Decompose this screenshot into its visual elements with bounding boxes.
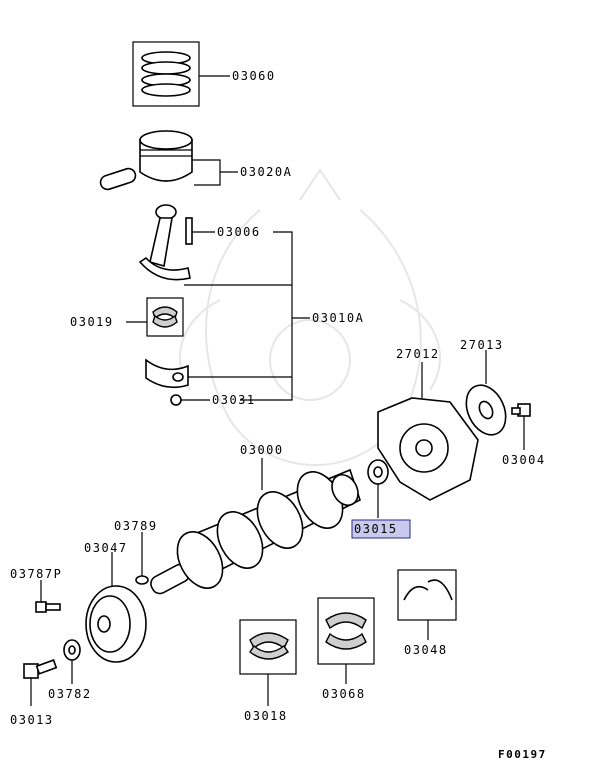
label-03048[interactable]: 03048 <box>404 643 448 657</box>
label-03787P[interactable]: 03787P <box>10 567 62 581</box>
label-03031[interactable]: 03031 <box>212 393 256 407</box>
thrust-washer-part[interactable] <box>397 569 457 621</box>
crank-pulley-part[interactable] <box>85 585 147 663</box>
label-03004[interactable]: 03004 <box>502 453 546 467</box>
rod-nut-part[interactable] <box>170 394 182 406</box>
label-27013[interactable]: 27013 <box>460 338 504 352</box>
pilot-bushing-part[interactable] <box>367 459 389 485</box>
label-03013[interactable]: 03013 <box>10 713 54 727</box>
woodruff-key-part[interactable] <box>135 575 149 585</box>
piston-part[interactable] <box>99 130 193 191</box>
label-03000[interactable]: 03000 <box>240 443 284 457</box>
pulley-bolt-part[interactable] <box>23 659 58 679</box>
label-03068[interactable]: 03068 <box>322 687 366 701</box>
thrust-bearing-part[interactable] <box>317 597 375 665</box>
label-03020A[interactable]: 03020A <box>240 165 292 179</box>
crankshaft-part[interactable] <box>148 464 363 596</box>
rod-bearing-part[interactable] <box>146 297 184 337</box>
label-03789[interactable]: 03789 <box>114 519 158 533</box>
piston-rings-part[interactable] <box>132 41 200 107</box>
pulley-bolt-short-part[interactable] <box>35 601 61 613</box>
label-03047[interactable]: 03047 <box>84 541 128 555</box>
label-03006[interactable]: 03006 <box>217 225 261 239</box>
rod-cap-part[interactable] <box>145 358 189 389</box>
label-03015[interactable]: 03015 <box>354 522 398 536</box>
connecting-rod-part[interactable] <box>138 204 193 281</box>
figure-code: F00197 <box>498 748 547 761</box>
label-03019[interactable]: 03019 <box>70 315 114 329</box>
main-bearing-part[interactable] <box>239 619 297 675</box>
plate-bolt-part[interactable] <box>511 403 531 417</box>
pulley-washer-part[interactable] <box>63 639 81 661</box>
label-27012[interactable]: 27012 <box>396 347 440 361</box>
drive-plate-part[interactable] <box>377 397 479 501</box>
label-03010A[interactable]: 03010A <box>312 311 364 325</box>
label-03782[interactable]: 03782 <box>48 687 92 701</box>
label-03015-highlight <box>351 519 411 539</box>
adapter-plate-part[interactable] <box>459 379 514 441</box>
label-03018[interactable]: 03018 <box>244 709 288 723</box>
label-03060[interactable]: 03060 <box>232 69 276 83</box>
